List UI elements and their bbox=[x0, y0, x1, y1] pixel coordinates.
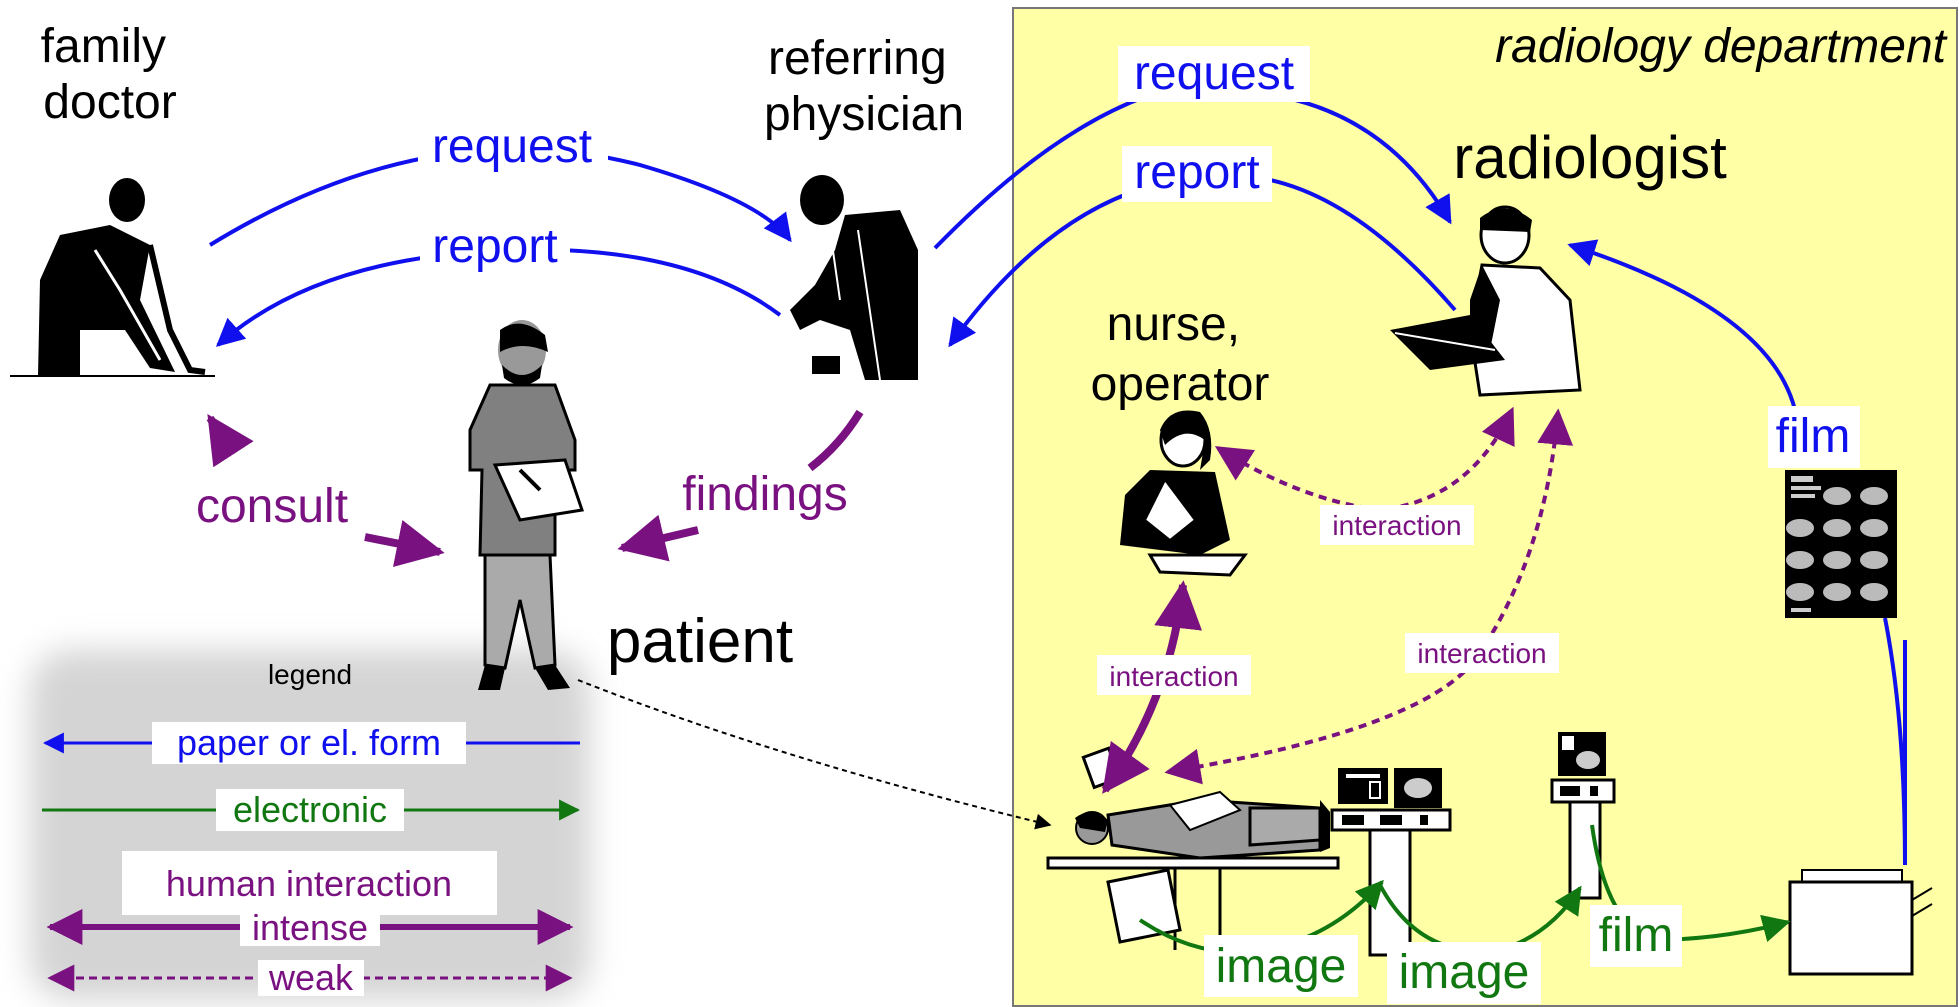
scanner-table-icon bbox=[1046, 746, 1340, 950]
film-sheet-icon bbox=[1785, 470, 1897, 618]
report-right-label: report bbox=[1134, 146, 1259, 199]
patient-label: patient bbox=[607, 607, 793, 676]
referring-physician-figure-icon bbox=[790, 175, 918, 381]
request-left-label: request bbox=[432, 120, 592, 173]
request-right-label: request bbox=[1134, 47, 1294, 100]
legend-intense-label: intense bbox=[252, 907, 368, 948]
family-doctor-label: family doctor bbox=[41, 20, 180, 129]
legend-electronic-label: electronic bbox=[233, 789, 387, 830]
image-label-1: image bbox=[1216, 940, 1347, 993]
nurse-operator-label: nurse, operator bbox=[1091, 298, 1270, 411]
film-label-green: film bbox=[1599, 909, 1674, 962]
legend: legend paper or el. form electronic huma… bbox=[30, 650, 590, 1000]
findings-label: findings bbox=[682, 468, 847, 521]
radiologist-label: radiologist bbox=[1453, 124, 1727, 191]
legend-title: legend bbox=[268, 659, 352, 690]
legend-human-label: human interaction bbox=[166, 863, 452, 904]
department-title: radiology department bbox=[1495, 20, 1948, 73]
film-to-viewer-line bbox=[1883, 617, 1907, 866]
findings-arrow bbox=[807, 409, 864, 472]
consult-label: consult bbox=[196, 480, 348, 533]
family-doctor-figure-icon bbox=[10, 178, 215, 377]
interaction-label-2: interaction bbox=[1417, 638, 1546, 669]
report-left-label: report bbox=[432, 220, 557, 273]
consult-arrow bbox=[206, 413, 254, 468]
patient-to-scanner-arrow bbox=[577, 679, 1052, 830]
image-label-2: image bbox=[1399, 946, 1530, 999]
findings-arrow-to-patient bbox=[617, 514, 699, 562]
legend-paper-label: paper or el. form bbox=[177, 722, 441, 763]
patient-figure-icon bbox=[468, 320, 584, 690]
legend-weak-label: weak bbox=[268, 957, 354, 998]
radiologist-figure-icon bbox=[1390, 205, 1582, 397]
consult-arrow-to-patient bbox=[364, 519, 445, 568]
interaction-label-3: interaction bbox=[1109, 661, 1238, 692]
film-label-right: film bbox=[1776, 410, 1851, 463]
film-printer-icon bbox=[1788, 869, 1933, 976]
referring-physician-label: referring physician bbox=[764, 32, 964, 141]
interaction-label-1: interaction bbox=[1332, 510, 1461, 541]
